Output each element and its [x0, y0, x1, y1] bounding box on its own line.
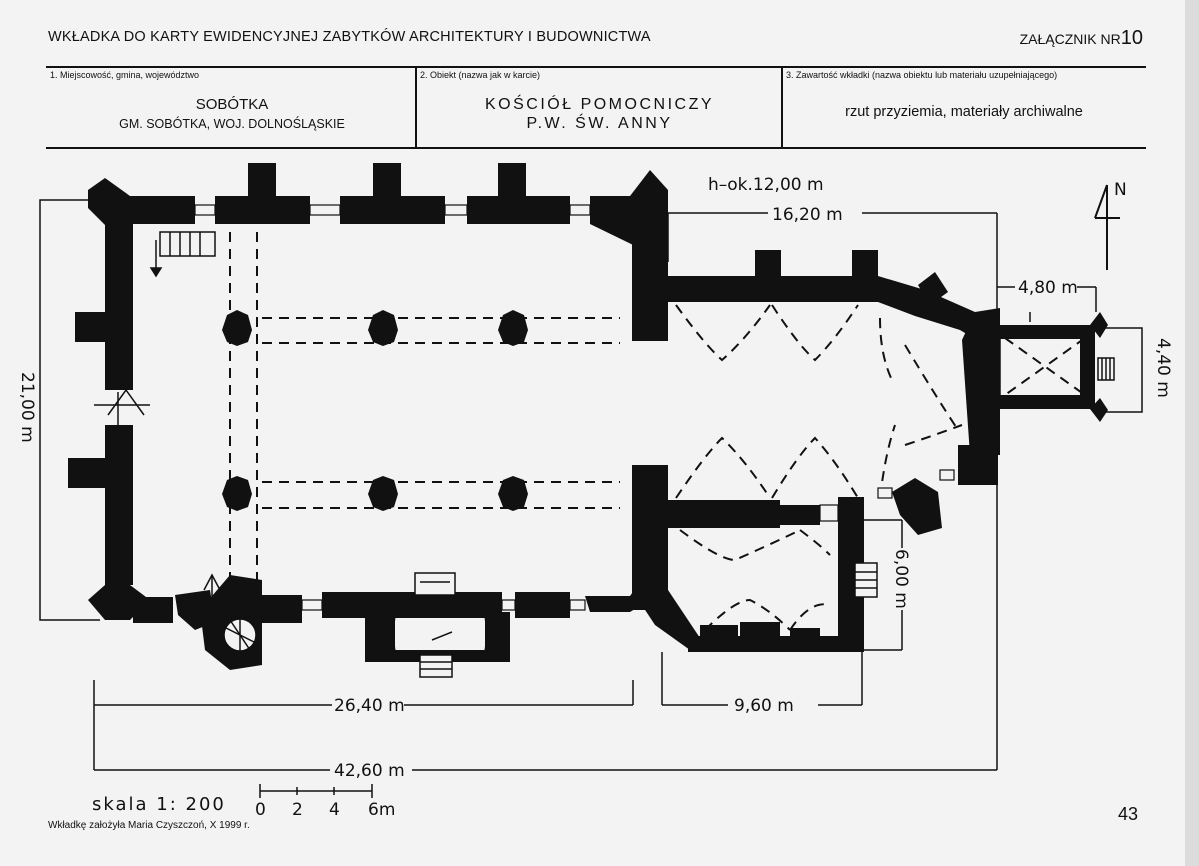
openings — [194, 204, 955, 611]
north-label: N — [1114, 180, 1127, 200]
scale-tick-6: 6m — [368, 800, 395, 820]
dimension-lines — [39, 199, 1143, 771]
document-title: WKŁADKA DO KARTY EWIDENCYJNEJ ZABYTKÓW A… — [48, 29, 651, 45]
height-note: h–ok.12,00 m — [708, 175, 824, 195]
walls — [68, 163, 1108, 670]
scale-tick-0: 0 — [255, 800, 266, 820]
scale-bar — [259, 784, 373, 798]
author-note: Wkładkę założyła Maria Czyszczoń, X 1999… — [48, 820, 250, 831]
dim-chancel-length: 16,20 m — [772, 205, 843, 225]
page-number: 43 — [1118, 804, 1139, 824]
north-arrow — [1094, 184, 1120, 270]
field-label-contents: 3. Zawartość wkładki (nazwa obiektu lub … — [786, 70, 1058, 80]
dim-nave-height: 21,00 m — [17, 372, 37, 443]
field-label-object: 2. Obiekt (nazwa jak w karcie) — [420, 70, 541, 80]
dim-nave-length: 26,40 m — [334, 696, 405, 716]
field-divider-2 — [781, 66, 783, 148]
dim-sacristy-length: 9,60 m — [734, 696, 794, 716]
field-value-contents: rzut przyziemia, materiały archiwalne — [845, 104, 1083, 120]
dim-total-length: 42,60 m — [334, 761, 405, 781]
annex-value: 10 — [1120, 27, 1143, 49]
scan-edge — [1185, 0, 1199, 866]
header-rule-bottom — [46, 147, 1146, 149]
field-value-object-name: KOŚCIÓŁ POMOCNICZY — [484, 96, 715, 113]
dim-tower-depth: 4,40 m — [1153, 338, 1173, 398]
field-value-town: SOBÓTKA — [195, 96, 269, 113]
annex-label: ZAŁĄCZNIK NR — [1019, 31, 1121, 47]
scale-tick-4: 4 — [329, 800, 340, 820]
dim-tower-width: 4,80 m — [1018, 278, 1078, 298]
scale-tick-2: 2 — [292, 800, 303, 820]
fixtures — [94, 231, 1115, 678]
field-value-object-dedication: P.W. ŚW. ANNY — [526, 115, 673, 132]
annex-number: ZAŁĄCZNIK NR10 — [1020, 27, 1143, 50]
field-value-region: GM. SOBÓTKA, WOJ. DOLNOŚLĄSKIE — [119, 117, 345, 131]
dashed-vault-lines — [229, 232, 1086, 631]
header-rule-top — [46, 66, 1146, 68]
field-label-location: 1. Miejscowość, gmina, województwo — [50, 70, 200, 80]
field-divider-1 — [415, 66, 417, 148]
scale-label: skala 1: 200 — [92, 794, 226, 815]
dim-sacristy-width: 6,00 m — [891, 549, 911, 609]
